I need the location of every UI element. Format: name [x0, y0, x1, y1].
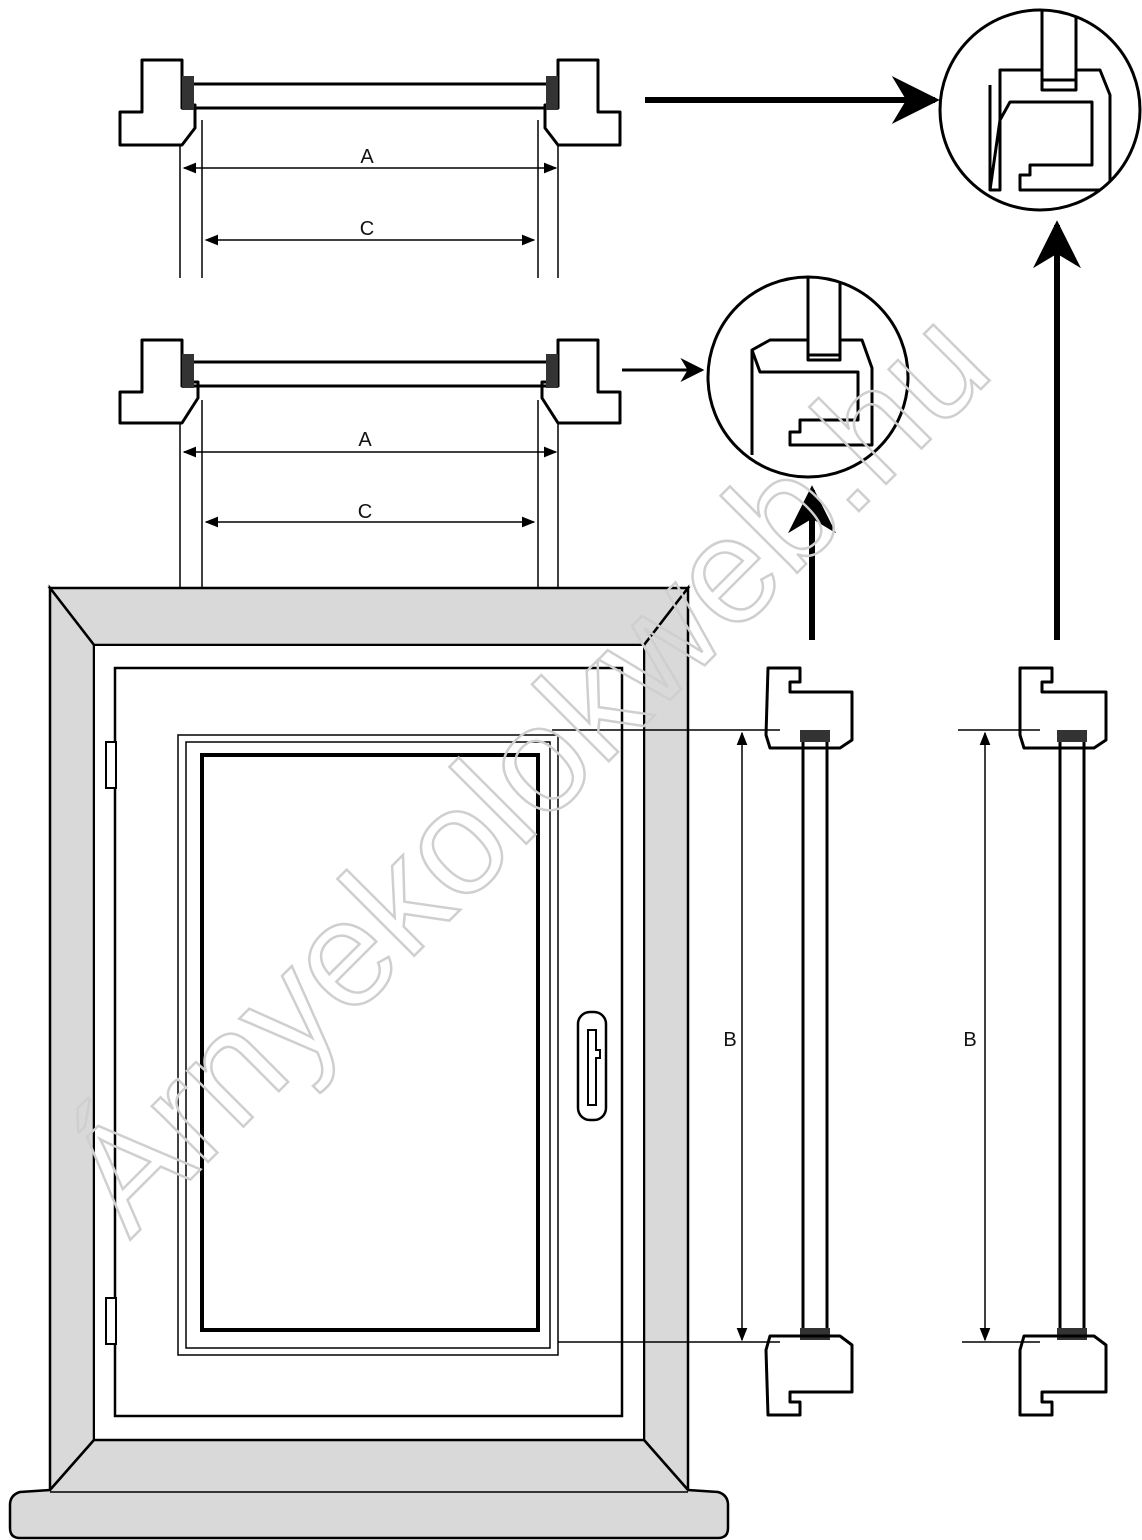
upper-hinge	[105, 741, 117, 789]
lower-hinge	[105, 1297, 117, 1345]
top-dimension-c-label: C	[360, 218, 374, 240]
window-illustration	[8, 584, 730, 1540]
right-dimension-b-label-recessed: B	[723, 1029, 736, 1051]
far-right-dimension-b-label: B	[963, 1029, 976, 1051]
middle-detail-magnifier	[706, 275, 910, 479]
top-right-bracket	[546, 76, 558, 110]
middle-right-bracket	[546, 354, 558, 388]
middle-left-bracket	[182, 354, 194, 388]
top-section-view: A C	[118, 58, 622, 278]
top-roller-tube	[180, 82, 560, 110]
window-casing-left	[48, 584, 96, 1494]
middle-dimension-c-label: C	[358, 501, 372, 523]
top-detail-magnifier	[938, 8, 1142, 212]
top-left-bracket	[182, 76, 194, 110]
right-side-profile-face: B	[958, 666, 1108, 1417]
right-side-profile-recessed: B	[723, 666, 854, 1417]
window-sill	[8, 1438, 730, 1540]
top-dimension-a-label: A	[360, 146, 374, 168]
window-glass	[200, 753, 540, 1332]
middle-roller-tube	[180, 360, 560, 388]
window-handle	[576, 1010, 608, 1122]
middle-dimension-a-label: A	[358, 429, 372, 451]
window-sash-inner	[185, 741, 551, 1349]
